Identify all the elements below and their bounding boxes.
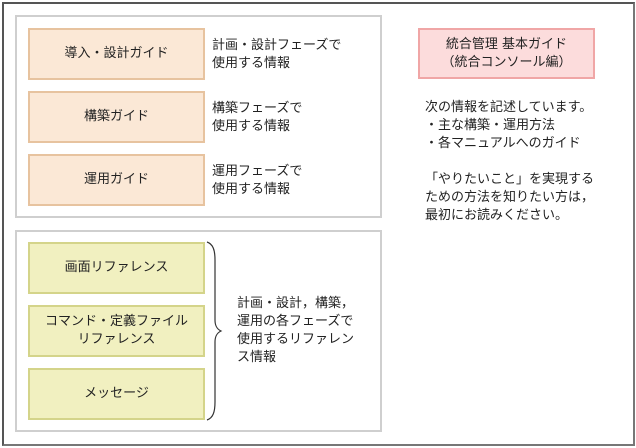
- reference-box-label: メッセージ: [84, 386, 149, 401]
- main-guide-box: 統合管理 基本ガイド （統合コンソール編）: [418, 28, 595, 79]
- guide-box-design: 導入・設計ガイド: [28, 28, 205, 80]
- brace-icon: [206, 241, 223, 421]
- reference-box-command: コマンド・定義ファイル リファレンス: [28, 305, 205, 357]
- guide-box-operation: 運用ガイド: [28, 154, 205, 206]
- guide-box-build: 構築ガイド: [28, 91, 205, 143]
- reference-box-screen: 画面リファレンス: [28, 242, 205, 294]
- guide-description-design: 計画・設計フェーズで 使用する情報: [212, 38, 342, 71]
- main-guide-description: 次の情報を記述しています。 ・主な構築・運用方法 ・各マニュアルへのガイド 「や…: [425, 100, 595, 223]
- guide-description-build: 構築フェーズで 使用する情報: [212, 101, 303, 134]
- reference-box-label: 画面リファレンス: [64, 260, 169, 275]
- guide-box-label: 運用ガイド: [83, 172, 149, 187]
- main-guide-title: 統合管理 基本ガイド （統合コンソール編）: [441, 36, 572, 70]
- reference-box-message: メッセージ: [28, 368, 205, 420]
- reference-description: 計画・設計，構築， 運用の各フェーズで 使用するリファレン ス情報: [237, 296, 355, 365]
- guide-description-operation: 運用フェーズで 使用する情報: [212, 164, 303, 197]
- guide-box-label: 導入・設計ガイド: [64, 46, 169, 61]
- guide-box-label: 構築ガイド: [83, 109, 149, 124]
- reference-box-label: コマンド・定義ファイル リファレンス: [44, 314, 188, 347]
